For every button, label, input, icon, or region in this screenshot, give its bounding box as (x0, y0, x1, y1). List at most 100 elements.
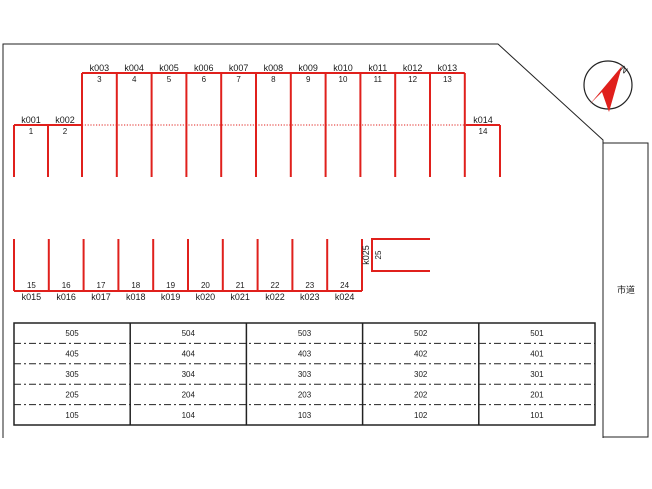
space-code: k005 (159, 63, 179, 73)
space-number: 14 (479, 127, 488, 136)
parking-space: k014 14 (473, 115, 493, 136)
parking-space: k001 1 (21, 115, 41, 136)
space-code: k009 (298, 63, 318, 73)
space-number: 8 (271, 75, 276, 84)
space-code: k021 (230, 292, 250, 302)
space-number: 1 (29, 127, 34, 136)
parking-space: 16 k016 (56, 281, 76, 302)
space-code: k011 (368, 63, 387, 73)
north-compass: N (583, 60, 633, 112)
parking-space: k012 12 (403, 63, 423, 84)
space-code: k016 (56, 292, 76, 302)
room-number: 504 (182, 329, 196, 338)
room-number: 105 (65, 411, 79, 420)
room-number: 304 (182, 370, 196, 379)
room-number: 303 (298, 370, 312, 379)
parking-space: k007 7 (229, 63, 249, 84)
parking-space: k010 10 (333, 63, 353, 84)
parking-space: 24 k024 (335, 281, 355, 302)
parking-space: 19 k019 (161, 281, 181, 302)
space-code: k024 (335, 292, 355, 302)
space-number: 19 (166, 281, 175, 290)
compass-arrow-icon (590, 66, 622, 112)
room-number: 502 (414, 329, 428, 338)
space-code: k017 (91, 292, 111, 302)
room-number: 101 (530, 411, 544, 420)
space-number: 2 (63, 127, 68, 136)
space-number: 7 (236, 75, 241, 84)
road-strip: 市道 (602, 142, 649, 438)
space-number: 20 (201, 281, 210, 290)
room-number: 405 (65, 350, 79, 359)
space-code: k006 (194, 63, 214, 73)
parking-space: k004 4 (124, 63, 144, 84)
room-number: 503 (298, 329, 312, 338)
room-number: 403 (298, 350, 312, 359)
space-number: 18 (131, 281, 140, 290)
space-code: k023 (300, 292, 320, 302)
space-number: 10 (339, 75, 348, 84)
space-number: 17 (97, 281, 106, 290)
space-number: 12 (408, 75, 417, 84)
space-number: 4 (132, 75, 137, 84)
space-number: 11 (374, 75, 383, 84)
space-number: 15 (27, 281, 36, 290)
space-code: k007 (229, 63, 249, 73)
room-number: 204 (182, 390, 196, 399)
parking-space: k009 9 (298, 63, 318, 84)
parking-space: 21 k021 (230, 281, 250, 302)
room-number: 201 (530, 390, 544, 399)
space-code: k001 (21, 115, 41, 125)
space-code: k010 (333, 63, 353, 73)
space-code: k014 (473, 115, 493, 125)
room-number: 104 (182, 411, 196, 420)
space-code: k003 (90, 63, 110, 73)
upper-row-lines (13, 124, 501, 177)
room-number: 203 (298, 390, 312, 399)
room-number: 305 (65, 370, 79, 379)
space-code: k019 (161, 292, 181, 302)
space-number: 23 (305, 281, 314, 290)
space-code: k025 (361, 245, 371, 265)
space-code: k004 (124, 63, 144, 73)
space-code: k020 (196, 292, 216, 302)
space-number: 6 (202, 75, 207, 84)
road-label: 市道 (617, 284, 635, 295)
space-number: 25 (374, 250, 383, 259)
room-number: 402 (414, 350, 428, 359)
parking-space: 17 k017 (91, 281, 111, 302)
room-number: 404 (182, 350, 196, 359)
room-number: 102 (414, 411, 428, 420)
space-number: 9 (306, 75, 311, 84)
space-number: 3 (97, 75, 102, 84)
parking-space: k005 5 (159, 63, 179, 84)
space-code: k013 (438, 63, 458, 73)
space-number: 21 (236, 281, 245, 290)
space-number: 16 (62, 281, 71, 290)
parking-space: 23 k023 (300, 281, 320, 302)
room-number: 302 (414, 370, 428, 379)
bottom-row-lines (13, 239, 363, 292)
compass-north-label: N (618, 64, 629, 76)
room-number: 202 (414, 390, 428, 399)
room-number: 103 (298, 411, 312, 420)
building-outline (13, 322, 596, 426)
room-number: 205 (65, 390, 79, 399)
space-number: 5 (167, 75, 172, 84)
space-code: k012 (403, 63, 423, 73)
room-number: 401 (530, 350, 544, 359)
space-number: 24 (340, 281, 349, 290)
parking-space: k006 6 (194, 63, 214, 84)
room-number: 301 (530, 370, 544, 379)
space-number: 22 (271, 281, 280, 290)
room-number: 505 (65, 329, 79, 338)
